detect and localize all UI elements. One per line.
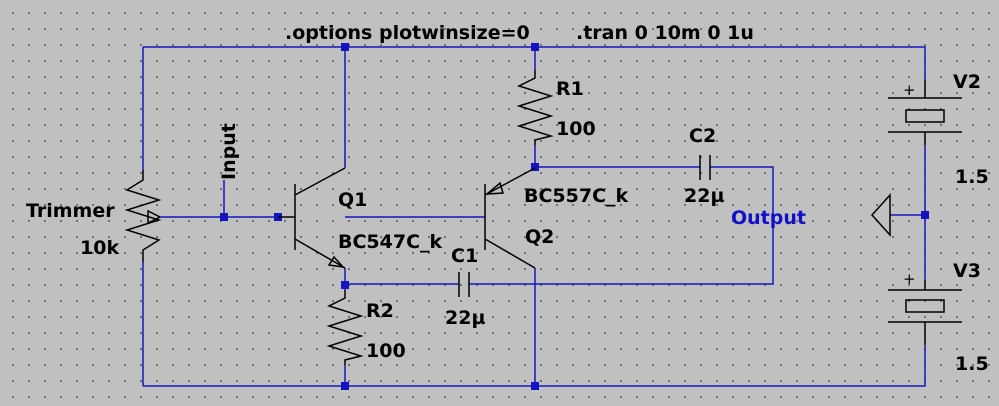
trimmer-value: 10k — [80, 237, 119, 259]
v2-plus: + — [903, 81, 916, 99]
ground-icon — [870, 193, 891, 237]
wire-c2-right[interactable] — [469, 166, 774, 285]
r2-value: 100 — [366, 340, 406, 362]
q2-name: Q2 — [525, 226, 554, 248]
q1-model: BC547C_k — [338, 231, 443, 253]
wires — [142, 46, 926, 387]
q1-name: Q1 — [338, 189, 367, 211]
r1-name: R1 — [556, 78, 584, 100]
resistor-r2[interactable] — [326, 290, 364, 365]
v3-value: 1.5 — [955, 353, 989, 375]
c2-name: C2 — [689, 125, 716, 147]
junction-dot — [220, 213, 228, 221]
r1-value: 100 — [556, 118, 596, 140]
transistor-q1[interactable] — [278, 167, 346, 269]
trimmer-resistor-body — [124, 170, 162, 262]
output-net-label[interactable]: Output — [731, 207, 806, 229]
tran-directive[interactable]: .tran 0 10m 0 1u — [576, 22, 754, 44]
v2-name: V2 — [953, 71, 981, 93]
junction-dot — [531, 43, 539, 51]
junction-dot — [921, 211, 929, 219]
v3-name: V3 — [953, 260, 981, 282]
wire-bottom-rail[interactable] — [143, 345, 926, 387]
wire-top-rail[interactable] — [143, 46, 926, 80]
capacitor-c2[interactable] — [699, 155, 711, 180]
c1-name: C1 — [451, 245, 478, 267]
junction-dot — [341, 43, 349, 51]
junction-dot — [341, 281, 349, 289]
input-net-label[interactable]: Input — [218, 123, 240, 180]
junction-dot — [341, 382, 349, 390]
transistor-q2[interactable] — [484, 167, 536, 269]
r2-name: R2 — [366, 300, 394, 322]
junction-dot — [531, 163, 539, 171]
trimmer-potentiometer[interactable] — [124, 170, 162, 262]
v3-plus: + — [903, 270, 916, 288]
q2-model: BC557C_k — [524, 185, 629, 207]
c2-value: 22µ — [684, 185, 724, 207]
trimmer-name: Trimmer — [26, 200, 115, 222]
capacitor-c1[interactable] — [458, 272, 470, 297]
trimmer-wiper-arrow — [147, 209, 161, 225]
junction-dot — [531, 382, 539, 390]
options-directive[interactable]: .options plotwinsize=0 — [285, 22, 530, 44]
v2-value: 1.5 — [955, 166, 989, 188]
battery-v2[interactable] — [888, 80, 962, 145]
resistor-r1[interactable] — [516, 70, 554, 145]
battery-v3[interactable] — [888, 280, 962, 345]
c1-value: 22µ — [445, 307, 485, 329]
